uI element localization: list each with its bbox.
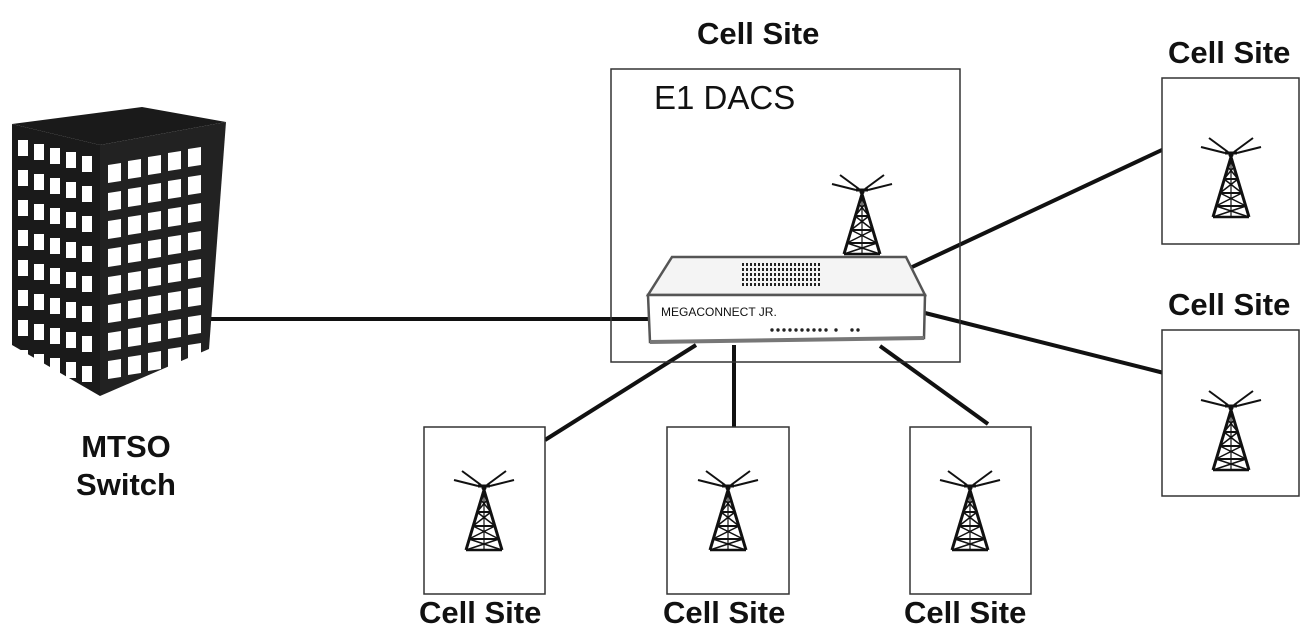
device-label: MEGACONNECT JR. (661, 305, 777, 319)
right-mid-cell-site-label: Cell Site (1168, 287, 1291, 322)
cell-tower-icon (830, 173, 894, 256)
link-device-to-right-top-site (909, 147, 1165, 270)
link-device-to-bottom-site-1 (543, 343, 698, 442)
dacs-cell-site-box (610, 68, 961, 363)
dacs-label: E1 DACS (654, 79, 796, 116)
bottom-cell-site-label-3: Cell Site (904, 595, 1027, 630)
bottom-cell-site-label-1: Cell Site (419, 595, 542, 630)
connection-lines (207, 147, 1165, 442)
link-device-to-right-mid-site (924, 311, 1165, 375)
bottom-cell-site-label-2: Cell Site (663, 595, 786, 630)
office-building-icon (12, 107, 226, 396)
network-device-icon (645, 255, 928, 344)
link-device-to-bottom-site-3 (878, 344, 990, 426)
top-cell-site-label: Cell Site (697, 16, 820, 51)
right-top-cell-site-label: Cell Site (1168, 35, 1291, 70)
mtso-label-line2: Switch (76, 467, 176, 502)
mtso-label-line1: MTSO (81, 429, 171, 464)
